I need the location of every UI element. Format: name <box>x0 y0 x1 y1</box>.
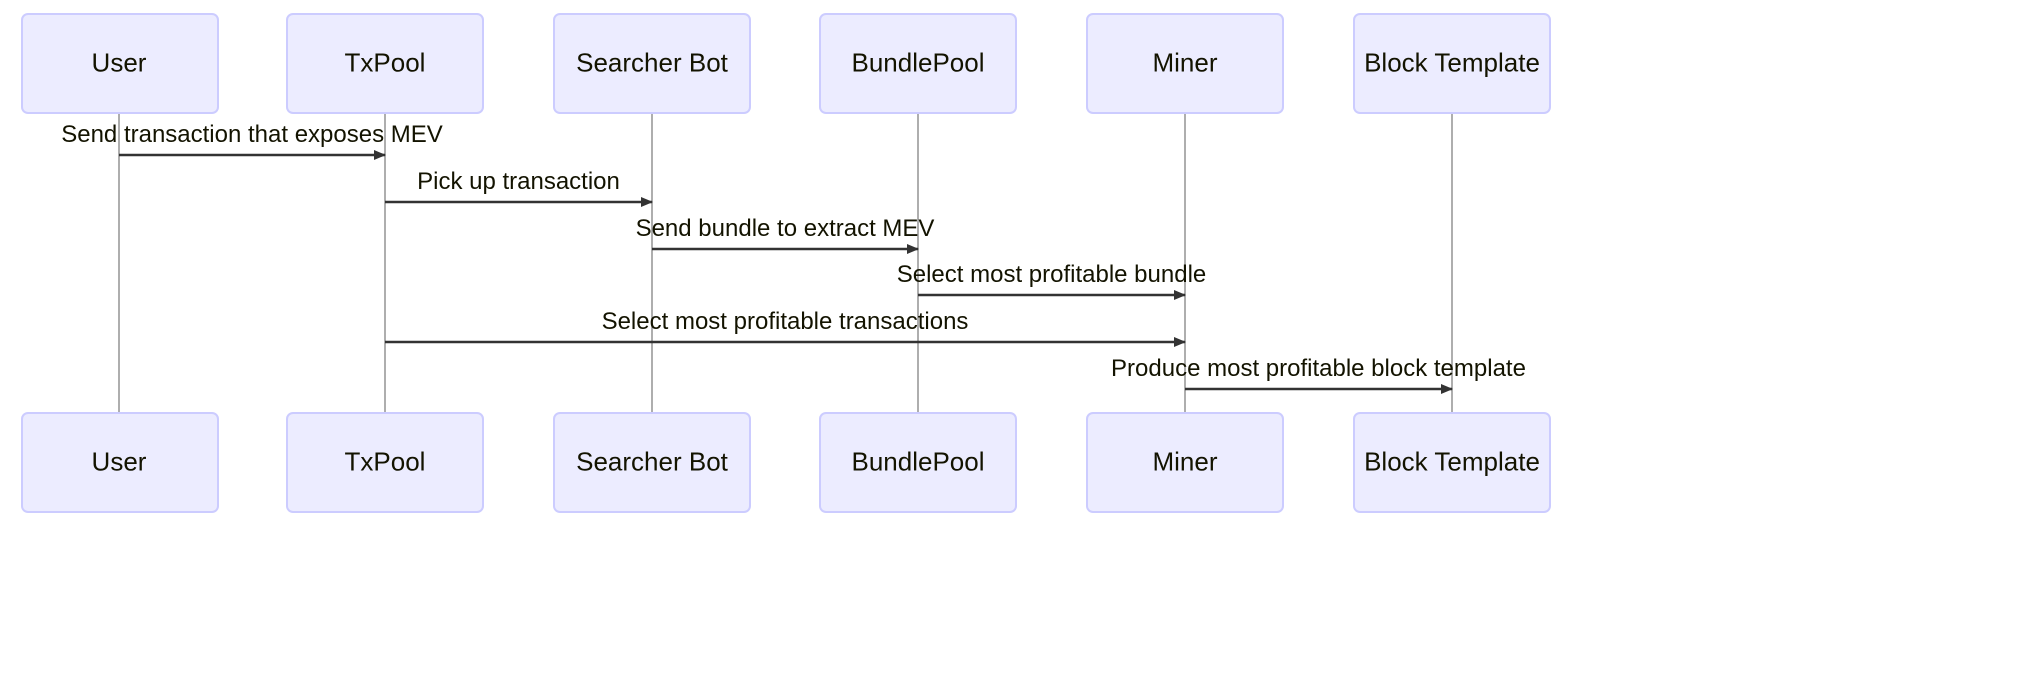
actor-box-rect <box>21 412 219 513</box>
messages-group: Send transaction that exposes MEV Pick up… <box>61 121 1526 394</box>
message-4[interactable]: Select most profitable bundle <box>897 261 1207 300</box>
actor-label-searcher-bot: Searcher Bot <box>576 446 729 476</box>
actor-box-rect <box>819 412 1017 513</box>
actor-label-user: User <box>92 446 147 476</box>
actor-box-rect <box>1086 412 1284 513</box>
actor-label-miner: Miner <box>1152 47 1217 77</box>
actor-box-rect <box>21 13 219 114</box>
actor-top-bundlepool[interactable]: BundlePool <box>819 13 1017 114</box>
actor-bottom-txpool[interactable]: TxPool <box>286 412 484 513</box>
actor-top-txpool[interactable]: TxPool <box>286 13 484 114</box>
message-label-1: Send transaction that exposes MEV <box>61 121 443 148</box>
lifelines-group <box>118 113 1453 413</box>
top-actor-boxes-group: User TxPool Searcher Bot BundlePool Miner Blo… <box>21 13 1551 114</box>
actor-bottom-miner[interactable]: Miner <box>1086 412 1284 513</box>
actor-top-miner[interactable]: Miner <box>1086 13 1284 114</box>
actor-label-searcher-bot: Searcher Bot <box>576 47 729 77</box>
actor-box-rect <box>286 412 484 513</box>
actor-label-txpool: TxPool <box>345 446 426 476</box>
message-label-3: Send bundle to extract MEV <box>636 215 935 242</box>
actor-label-block-template: Block Template <box>1364 446 1540 476</box>
actor-box-rect <box>1353 13 1551 114</box>
actor-bottom-searcher-bot[interactable]: Searcher Bot <box>553 412 751 513</box>
actor-label-bundlepool: BundlePool <box>852 446 985 476</box>
message-2[interactable]: Pick up transaction <box>385 168 653 207</box>
message-5[interactable]: Select most profitable transactions <box>385 308 1186 347</box>
actor-box-rect <box>286 13 484 114</box>
message-label-2: Pick up transaction <box>417 168 620 195</box>
actor-label-bundlepool: BundlePool <box>852 47 985 77</box>
message-1[interactable]: Send transaction that exposes MEV <box>61 121 443 160</box>
actor-bottom-bundlepool[interactable]: BundlePool <box>819 412 1017 513</box>
actor-label-block-template: Block Template <box>1364 47 1540 77</box>
actor-box-rect <box>553 13 751 114</box>
actor-label-txpool: TxPool <box>345 47 426 77</box>
actor-box-rect <box>1353 412 1551 513</box>
actor-top-user[interactable]: User <box>21 13 219 114</box>
actor-top-searcher-bot[interactable]: Searcher Bot <box>553 13 751 114</box>
bottom-actor-boxes-group: User TxPool Searcher Bot BundlePool Miner Blo… <box>21 412 1551 513</box>
actor-bottom-block-template[interactable]: Block Template <box>1353 412 1551 513</box>
message-label-4: Select most profitable bundle <box>897 261 1207 288</box>
actor-box-rect <box>553 412 751 513</box>
actor-label-user: User <box>92 47 147 77</box>
message-label-6: Produce most profitable block template <box>1111 355 1526 382</box>
actor-label-miner: Miner <box>1152 446 1217 476</box>
actor-box-rect <box>1086 13 1284 114</box>
message-label-5: Select most profitable transactions <box>602 308 969 335</box>
message-3[interactable]: Send bundle to extract MEV <box>636 215 935 254</box>
actor-bottom-user[interactable]: User <box>21 412 219 513</box>
actor-box-rect <box>819 13 1017 114</box>
message-6[interactable]: Produce most profitable block template <box>1111 355 1526 394</box>
actor-top-block-template[interactable]: Block Template <box>1353 13 1551 114</box>
